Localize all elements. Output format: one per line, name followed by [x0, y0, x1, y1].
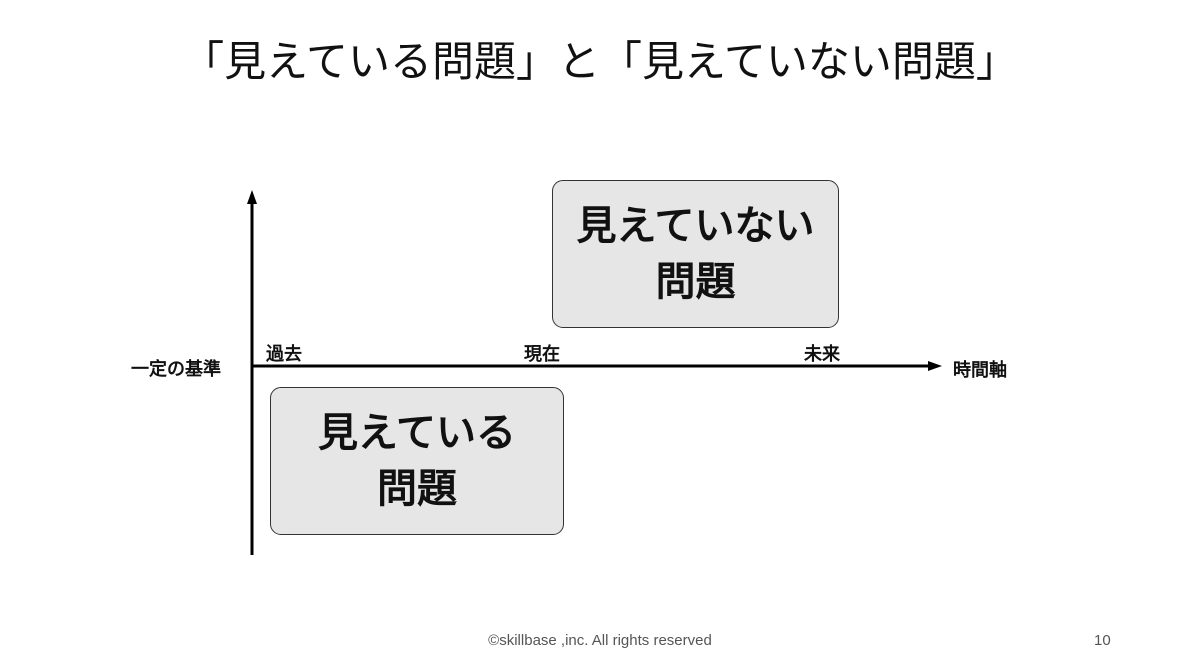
visible-box-line1: 見えている — [318, 410, 516, 456]
invisible-box-line2: 問題 — [655, 259, 736, 305]
vertical-axis-arrowhead — [247, 190, 257, 204]
tick-past: 過去 — [266, 344, 302, 365]
copyright-footer: ©skillbase ,inc. All rights reserved — [488, 632, 712, 649]
invisible-problem-box: 見えていない問題 — [552, 180, 839, 328]
y-axis-label: 一定の基準 — [131, 359, 221, 380]
slide-title: 「見えている問題」と「見えていない問題」 — [182, 37, 1018, 86]
invisible-box-line1: 見えていない — [576, 203, 815, 249]
tick-future: 未来 — [804, 344, 840, 365]
tick-present: 現在 — [524, 344, 560, 365]
visible-problem-box: 見えている問題 — [270, 387, 564, 535]
visible-box-line2: 問題 — [377, 466, 457, 512]
horizontal-axis-arrowhead — [928, 361, 942, 371]
page-number: 10 — [1094, 632, 1111, 649]
x-axis-label: 時間軸 — [953, 360, 1007, 381]
